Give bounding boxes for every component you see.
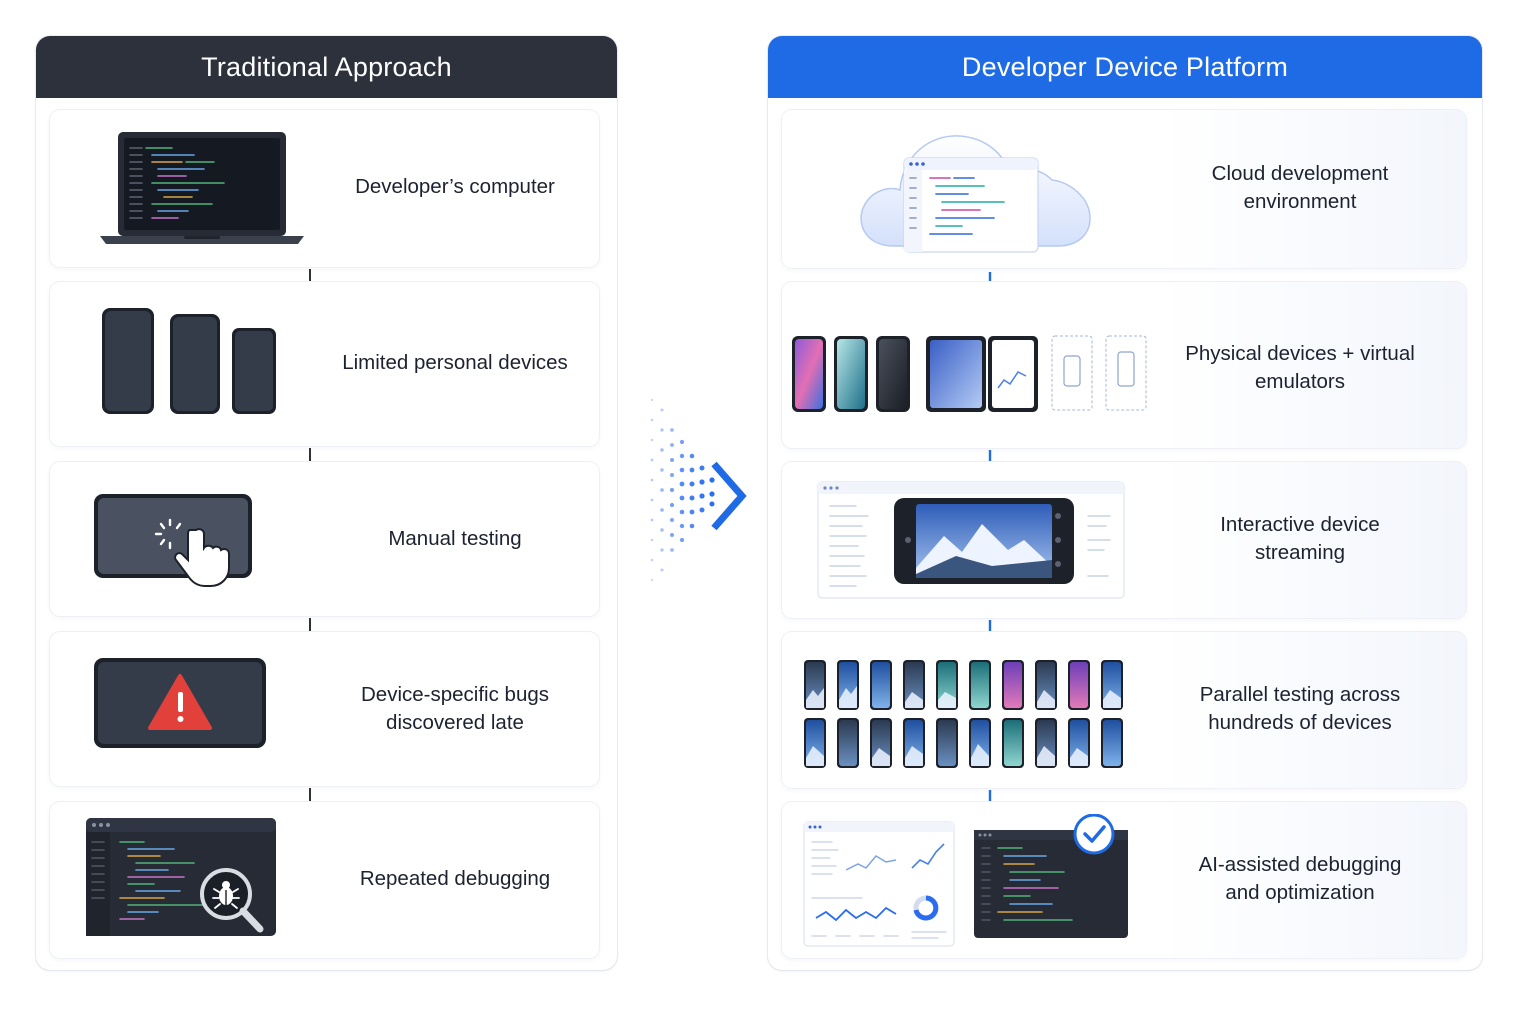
device-streaming-icon [817, 481, 1125, 599]
step-label: Manual testing [388, 527, 522, 550]
platform-step-cloud-environment: Cloud development environment [782, 110, 1466, 268]
traditional-approach-header: Traditional Approach [36, 36, 617, 98]
step-label: Device-specific bugs discovered late [361, 683, 549, 734]
warning-icon [94, 658, 266, 748]
step-label: Physical devices + virtual emulators [1185, 342, 1415, 393]
step-label: AI-assisted debugging and optimization [1198, 853, 1402, 904]
platform-step-device-streaming: Interactive device streaming [782, 462, 1466, 618]
traditional-step-personal-devices: Limited personal devices [50, 282, 599, 446]
traditional-step-manual-testing: Manual testing [50, 462, 599, 616]
manual-testing-icon [94, 494, 252, 587]
traditional-approach-panel: Traditional Approach [36, 36, 617, 970]
step-label: Parallel testing across hundreds of devi… [1199, 683, 1401, 734]
step-label: Limited personal devices [342, 351, 568, 374]
cloud-ide-icon [860, 135, 1091, 253]
transition-arrow-icon [650, 398, 747, 582]
platform-step-devices-emulators: Physical devices + virtual emulators [782, 282, 1466, 448]
step-label: Repeated debugging [359, 867, 551, 890]
developer-device-platform-panel: Developer Device Platform [768, 36, 1482, 970]
step-label: Developer’s computer [355, 175, 555, 198]
phones-icon [102, 308, 276, 414]
platform-step-parallel-testing: Parallel testing across hundreds of devi… [782, 632, 1466, 788]
traditional-step-developer-computer: Developer’s computer [50, 110, 599, 267]
laptop-icon [100, 132, 304, 244]
step-label: Interactive device streaming [1220, 513, 1380, 564]
traditional-step-late-bugs: Device-specific bugs discovered late [50, 632, 599, 786]
device-grid-icon [804, 660, 1123, 768]
ai-debug-icon [803, 814, 1128, 947]
debug-search-icon [86, 818, 276, 936]
developer-device-platform-header: Developer Device Platform [768, 36, 1482, 98]
platform-step-ai-debugging: AI-assisted debugging and optimization [782, 802, 1466, 958]
traditional-step-repeated-debugging: Repeated debugging [50, 802, 599, 958]
devices-emulators-icon [792, 335, 1147, 412]
step-label: Cloud development environment [1211, 162, 1389, 213]
